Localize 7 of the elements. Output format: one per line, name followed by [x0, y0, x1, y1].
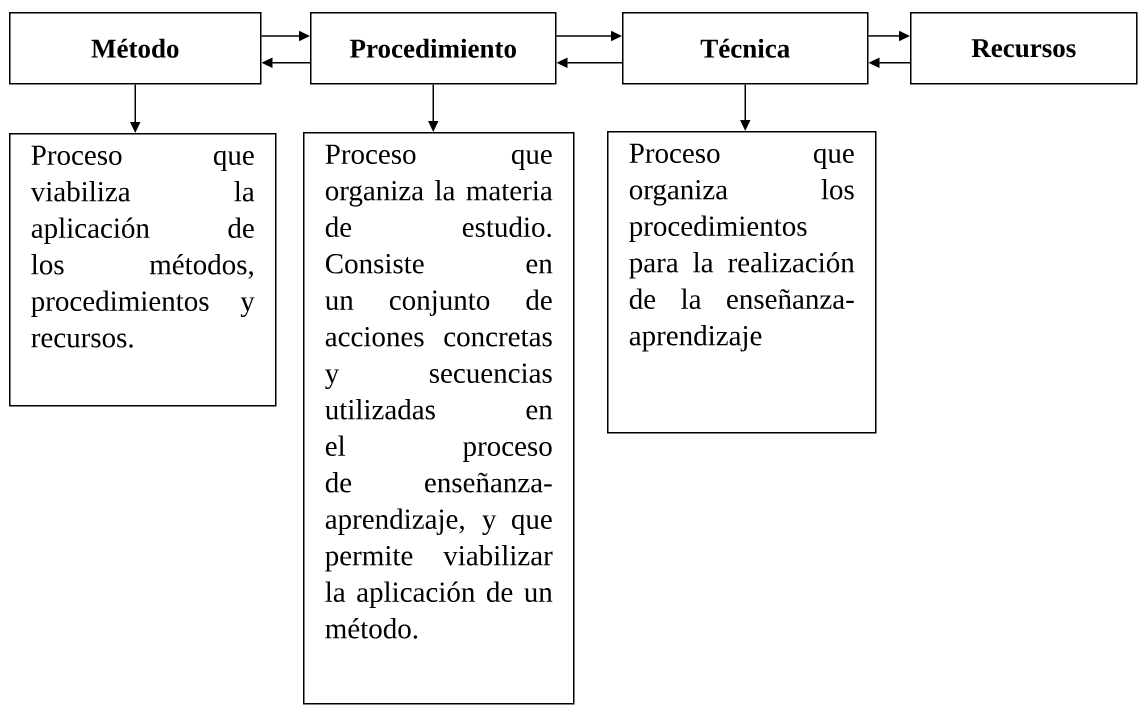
- description-box: Proceso que organiza la materia de estudio. Consiste en un conjunto de acciones concretas y secuencias utilizadas en el proceso de enseñanza-aprendizaje, y que permite viabilizar la aplicación de un método.: [303, 132, 575, 705]
- concept-box: Técnica: [622, 12, 869, 85]
- concept-box: Procedimiento: [310, 12, 557, 85]
- description-box: Proceso que viabiliza la aplicación de los métodos, procedimientos y recursos.: [9, 133, 277, 407]
- concept-box: Método: [9, 12, 262, 85]
- description-box: Proceso que organiza los procedimientos para la realización de la enseñanza-aprendizaje: [607, 131, 877, 434]
- concept-box: Recursos: [910, 12, 1138, 85]
